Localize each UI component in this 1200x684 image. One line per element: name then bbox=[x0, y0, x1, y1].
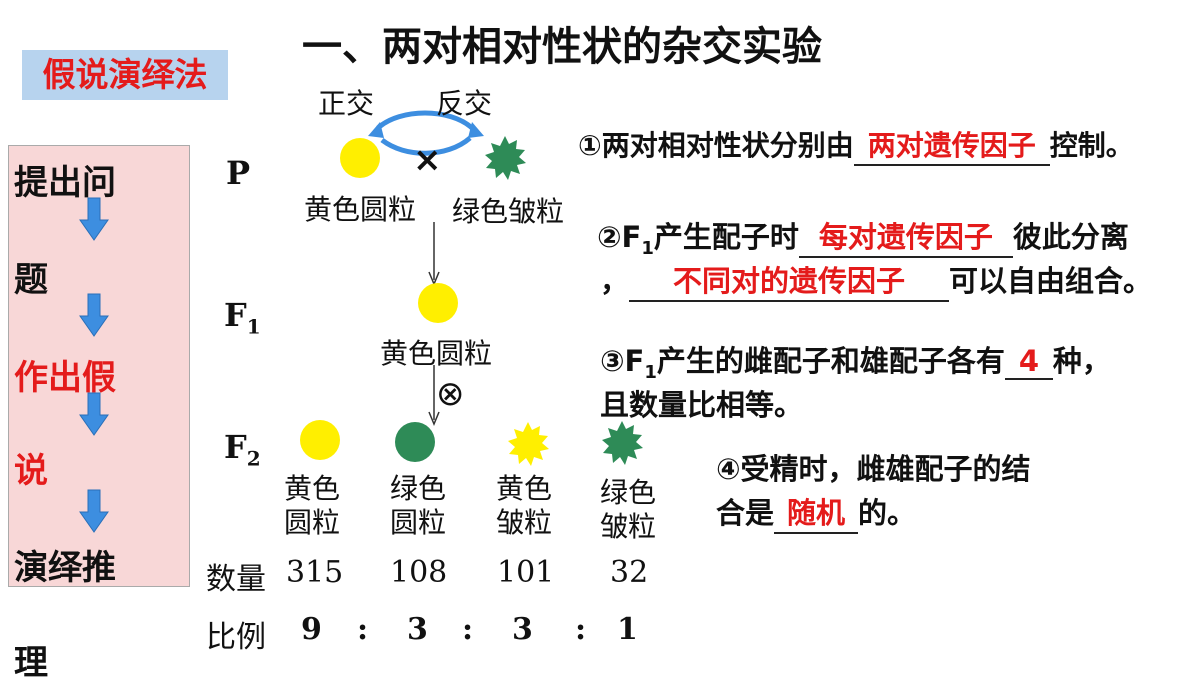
f1-phenotype-label: 黄色圆粒 bbox=[380, 337, 493, 370]
down-arrow-icon bbox=[79, 392, 109, 436]
f2-yellow-round-pea bbox=[300, 420, 340, 460]
ratio-separator: : bbox=[575, 612, 587, 647]
arrow-head-icon bbox=[468, 122, 484, 138]
step-arrows bbox=[79, 197, 109, 533]
page-title: 一、两对相对性状的杂交实验 bbox=[302, 24, 822, 70]
parent-green-wrinkled-label: 绿色皱粒 bbox=[452, 195, 565, 228]
yellow-round-pea bbox=[340, 138, 380, 178]
count-row-label: 数量 bbox=[206, 562, 266, 597]
cross-symbol: × bbox=[413, 140, 442, 180]
f2-yellow-wrinkled-pea bbox=[508, 422, 549, 466]
green-wrinkled-pea bbox=[485, 136, 526, 180]
forward-cross-label: 正交 bbox=[318, 87, 375, 120]
down-arrow-icon bbox=[79, 197, 109, 241]
f2-phenotype-2: 绿色圆粒 bbox=[390, 472, 447, 539]
method-tag: 假说演绎法 bbox=[22, 50, 228, 100]
p-generation-label: P bbox=[226, 154, 251, 192]
f2-phenotype-1: 黄色圆粒 bbox=[284, 472, 341, 539]
step-2-line2: 说 bbox=[14, 451, 48, 491]
f2-generation-label: F2 bbox=[224, 428, 261, 471]
f2-phenotype-4: 绿色皱粒 bbox=[600, 476, 657, 543]
hypothesis-4-line2: 合是随机的。 bbox=[716, 490, 916, 534]
ratio-separator: : bbox=[357, 612, 369, 647]
down-arrow-icon bbox=[79, 489, 109, 533]
count-value: 101 bbox=[497, 555, 555, 590]
step-1-line2: 题 bbox=[14, 260, 48, 300]
f2-green-round-pea bbox=[395, 422, 435, 462]
f1-generation-label: F1 bbox=[224, 296, 261, 339]
arrow-head-icon bbox=[368, 122, 384, 138]
hypothesis-3-line2: 且数量比相等。 bbox=[600, 388, 804, 422]
ratio-row-label: 比例 bbox=[206, 620, 266, 655]
reciprocal-arc-lower bbox=[380, 136, 472, 156]
hypothesis-2-line1: ②F1产生配子时每对遗传因子彼此分离 bbox=[597, 214, 1129, 259]
f1-yellow-round-pea bbox=[418, 283, 458, 323]
count-value: 108 bbox=[390, 555, 448, 590]
count-value: 315 bbox=[286, 555, 344, 590]
ratio-value: 3 bbox=[407, 612, 428, 647]
hypothesis-2-line2: ，不同对的遗传因子可以自由组合。 bbox=[600, 258, 1152, 302]
ratio-separator: : bbox=[462, 612, 474, 647]
hypothesis-1: ①两对相对性状分别由两对遗传因子控制。 bbox=[578, 124, 1134, 166]
step-3-line1: 演绎推 bbox=[14, 548, 116, 588]
f2-phenotype-3: 黄色皱粒 bbox=[496, 472, 553, 539]
down-arrow-icon bbox=[79, 293, 109, 337]
step-1-line1: 提出问 bbox=[14, 163, 116, 203]
reciprocal-arc bbox=[376, 110, 474, 130]
hypothesis-4-line1: ④受精时，雌雄配子的结 bbox=[716, 452, 1031, 486]
step-2-line1: 作出假 bbox=[14, 358, 116, 398]
reverse-cross-label: 反交 bbox=[436, 87, 493, 120]
ratio-value: 9 bbox=[301, 612, 322, 647]
ratio-value: 3 bbox=[512, 612, 533, 647]
count-value: 32 bbox=[610, 555, 649, 590]
parent-yellow-round-label: 黄色圆粒 bbox=[304, 193, 417, 226]
f2-green-wrinkled-pea bbox=[602, 421, 643, 465]
self-cross-symbol: ⊗ bbox=[436, 374, 465, 414]
ratio-value: 1 bbox=[617, 612, 638, 647]
